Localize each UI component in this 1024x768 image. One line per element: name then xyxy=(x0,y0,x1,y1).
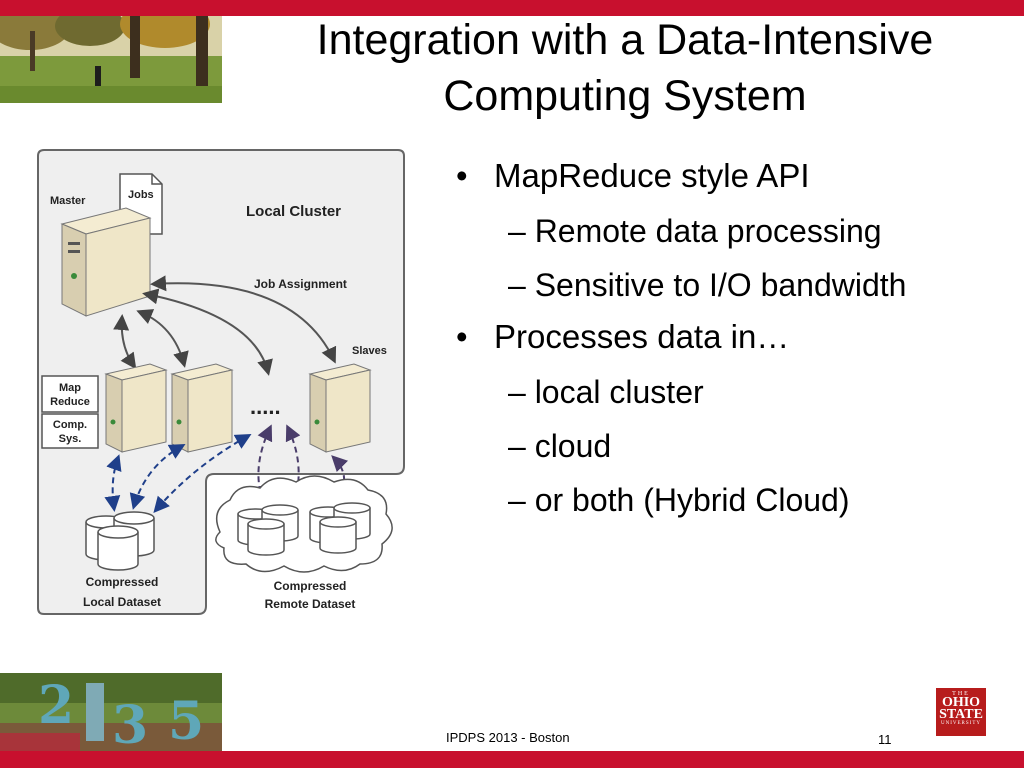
jobs-label: Jobs xyxy=(128,189,154,201)
master-label: Master xyxy=(50,195,86,207)
ohio-state-logo: THE OHIO STATE UNIVERSITY xyxy=(936,688,986,736)
bullet-text: MapReduce style API xyxy=(494,157,810,194)
slave-server-icon xyxy=(308,363,372,453)
cluster-title: Local Cluster xyxy=(246,203,341,220)
slide-title-line-1: Integration with a Data-Intensive xyxy=(316,16,934,64)
bullet-dot-icon: • xyxy=(456,318,468,355)
slide-title: Integration with a Data-Intensive Comput… xyxy=(230,12,1020,124)
campus-photo xyxy=(0,16,222,103)
remote-dataset-cylinders xyxy=(237,502,371,556)
bullet-item: • MapReduce style API xyxy=(450,152,1020,205)
sculpture-photo: 2 3 5 xyxy=(0,673,222,751)
local-dataset-label-1: Compressed xyxy=(86,575,159,589)
slave-server-icon xyxy=(170,363,234,453)
sub-bullet-item: – local cluster xyxy=(508,374,704,410)
slide-footer: IPDPS 2013 - Boston xyxy=(446,730,570,745)
top-accent-bar xyxy=(0,0,1024,16)
comp-sys-label-2: Sys. xyxy=(59,433,82,445)
svg-text:2: 2 xyxy=(38,675,74,736)
local-data-arrows xyxy=(104,434,252,514)
logo-line-1: THE xyxy=(952,691,970,697)
map-reduce-label-1: Map xyxy=(59,382,81,394)
remote-dataset-label-1: Compressed xyxy=(274,579,347,593)
bottom-accent-bar xyxy=(0,751,1024,768)
map-reduce-label-2: Reduce xyxy=(50,396,90,408)
slave-server-icon xyxy=(104,363,168,453)
local-dataset-cylinders xyxy=(85,511,155,571)
map-reduce-box: Map Reduce xyxy=(41,375,99,413)
logo-line-3: UNIVERSITY xyxy=(941,721,981,726)
master-server-icon xyxy=(60,207,152,317)
job-assignment-label: Job Assignment xyxy=(254,277,347,291)
svg-text:3: 3 xyxy=(112,695,148,751)
bullet-item: • Processes data in… xyxy=(450,313,1020,366)
sub-bullet-item: – cloud xyxy=(508,428,612,464)
local-dataset-label-2: Local Dataset xyxy=(83,595,161,609)
job-assignment-arrows xyxy=(113,275,337,376)
logo-line-2: OHIO STATE xyxy=(939,695,983,722)
sub-bullet-item: – or both (Hybrid Cloud) xyxy=(508,482,850,518)
bullet-list: • MapReduce style API – Remote data proce… xyxy=(450,152,1020,528)
more-slaves-ellipsis: ..... xyxy=(250,394,281,419)
page-number: 11 xyxy=(878,732,892,747)
sub-bullet-item: – Remote data processing xyxy=(508,213,882,249)
remote-dataset-label-2: Remote Dataset xyxy=(265,597,356,611)
svg-text:5: 5 xyxy=(168,691,204,751)
comp-sys-label-1: Comp. xyxy=(53,419,87,431)
slide-title-line-2: Computing System xyxy=(443,72,807,120)
sub-bullet-item: – Sensitive to I/O bandwidth xyxy=(508,267,907,303)
bullet-text: Processes data in… xyxy=(494,318,790,355)
bullet-dot-icon: • xyxy=(456,157,468,194)
slaves-label: Slaves xyxy=(352,345,387,357)
comp-sys-box: Comp. Sys. xyxy=(41,413,99,449)
architecture-diagram: Local Cluster Master Jobs Job Assignment… xyxy=(34,146,408,618)
